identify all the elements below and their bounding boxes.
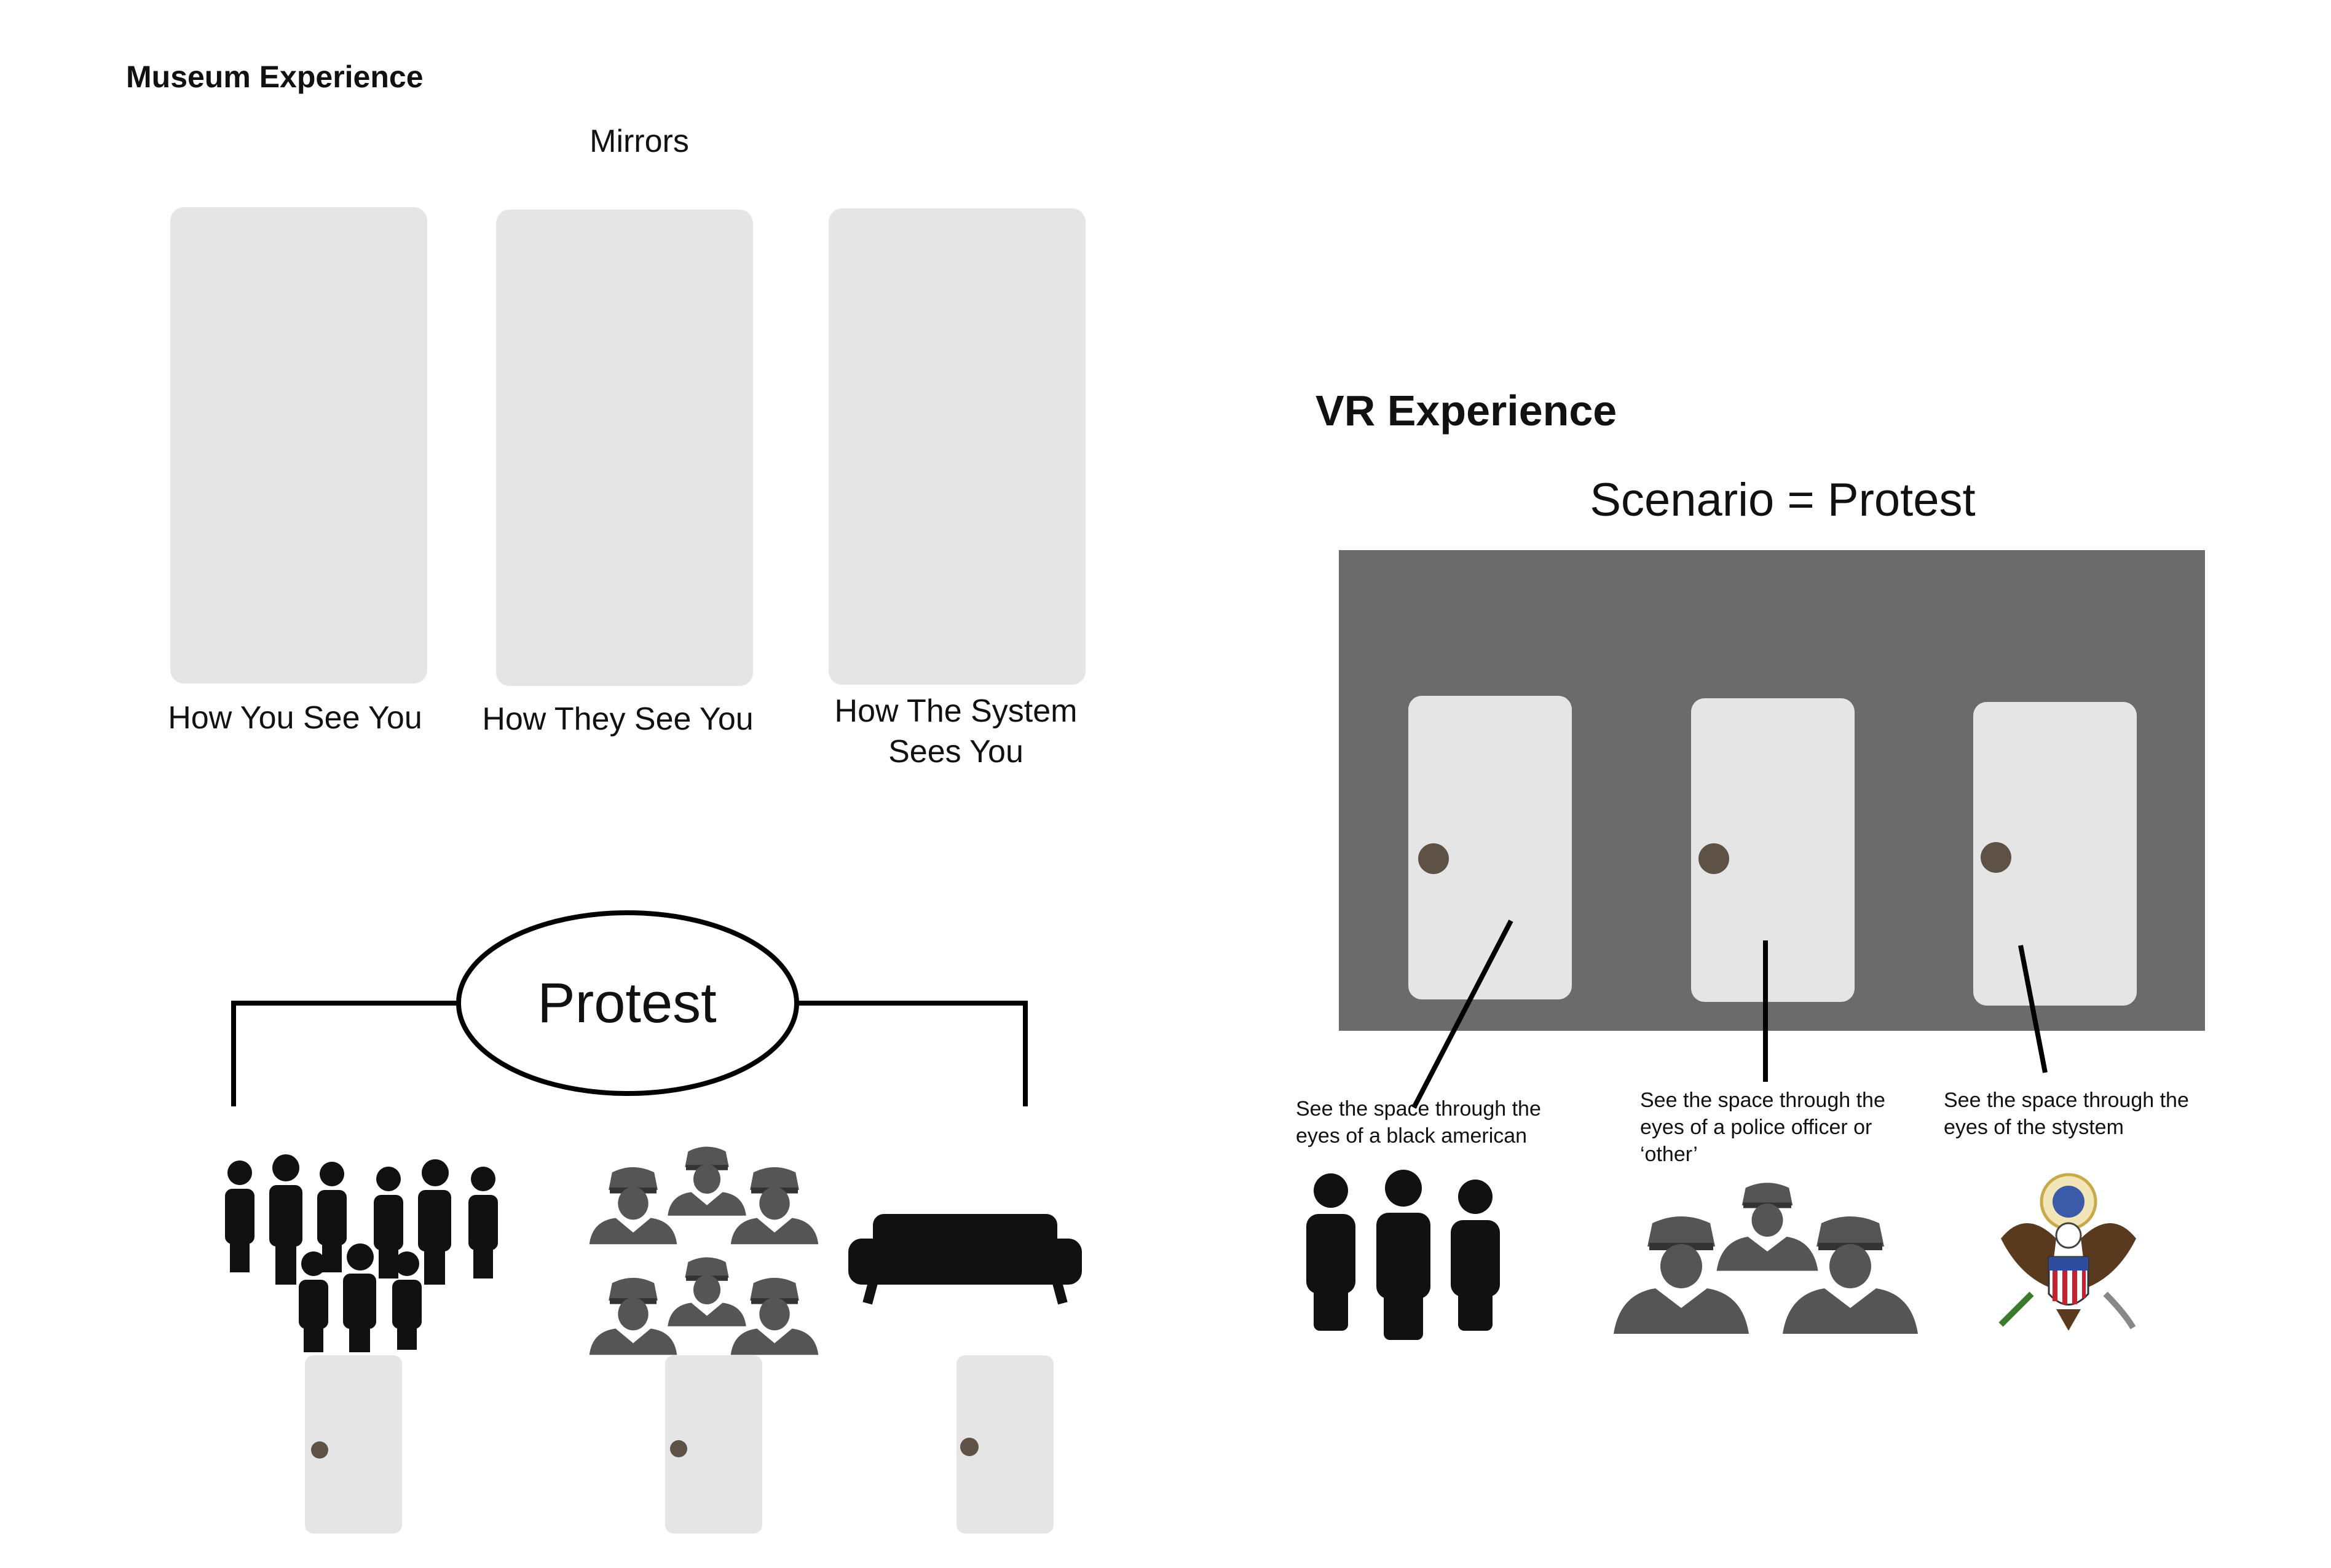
- sofa-icon: [848, 1214, 1082, 1305]
- door-knob: [670, 1440, 687, 1457]
- mirror-label-3: How The System Sees You: [834, 693, 1078, 770]
- mirror-label-2: How They See You: [482, 701, 754, 737]
- police-officers-icon: [1614, 1183, 1918, 1334]
- vr-title: VR Experience: [1315, 387, 1617, 435]
- vr-caption-2: See the space through the eyes of a poli…: [1640, 1089, 1885, 1166]
- scenario-heading: Scenario = Protest: [1590, 474, 1976, 526]
- three-people-icon: [1306, 1170, 1500, 1340]
- vr-caption-3: See the space through the eyes of the st…: [1944, 1089, 2189, 1139]
- door-icon: [305, 1355, 402, 1534]
- protest-label: Protest: [537, 972, 717, 1034]
- crowd-icon: [225, 1154, 498, 1352]
- door-knob: [1418, 843, 1449, 874]
- vr-door-1: [1408, 696, 1572, 999]
- mirror-2: [496, 210, 753, 686]
- door-knob: [1698, 843, 1729, 874]
- vr-door-3: [1973, 702, 2137, 1006]
- protest-ellipse: [456, 910, 799, 1096]
- mirror-3: [829, 208, 1086, 685]
- door-icon: [956, 1355, 1054, 1534]
- great-seal-icon: [1998, 1173, 2136, 1331]
- door-knob: [311, 1441, 328, 1459]
- vr-caption-1: See the space through the eyes of a blac…: [1296, 1097, 1541, 1148]
- door-knob: [960, 1438, 979, 1456]
- door-icon: [665, 1355, 762, 1534]
- museum-title: Museum Experience: [126, 60, 424, 94]
- mirrors-heading: Mirrors: [590, 124, 689, 159]
- mirror-1: [170, 207, 427, 684]
- vr-door-2: [1691, 698, 1855, 1002]
- mirror-label-1: How You See You: [168, 700, 422, 736]
- door-knob: [1981, 842, 2011, 873]
